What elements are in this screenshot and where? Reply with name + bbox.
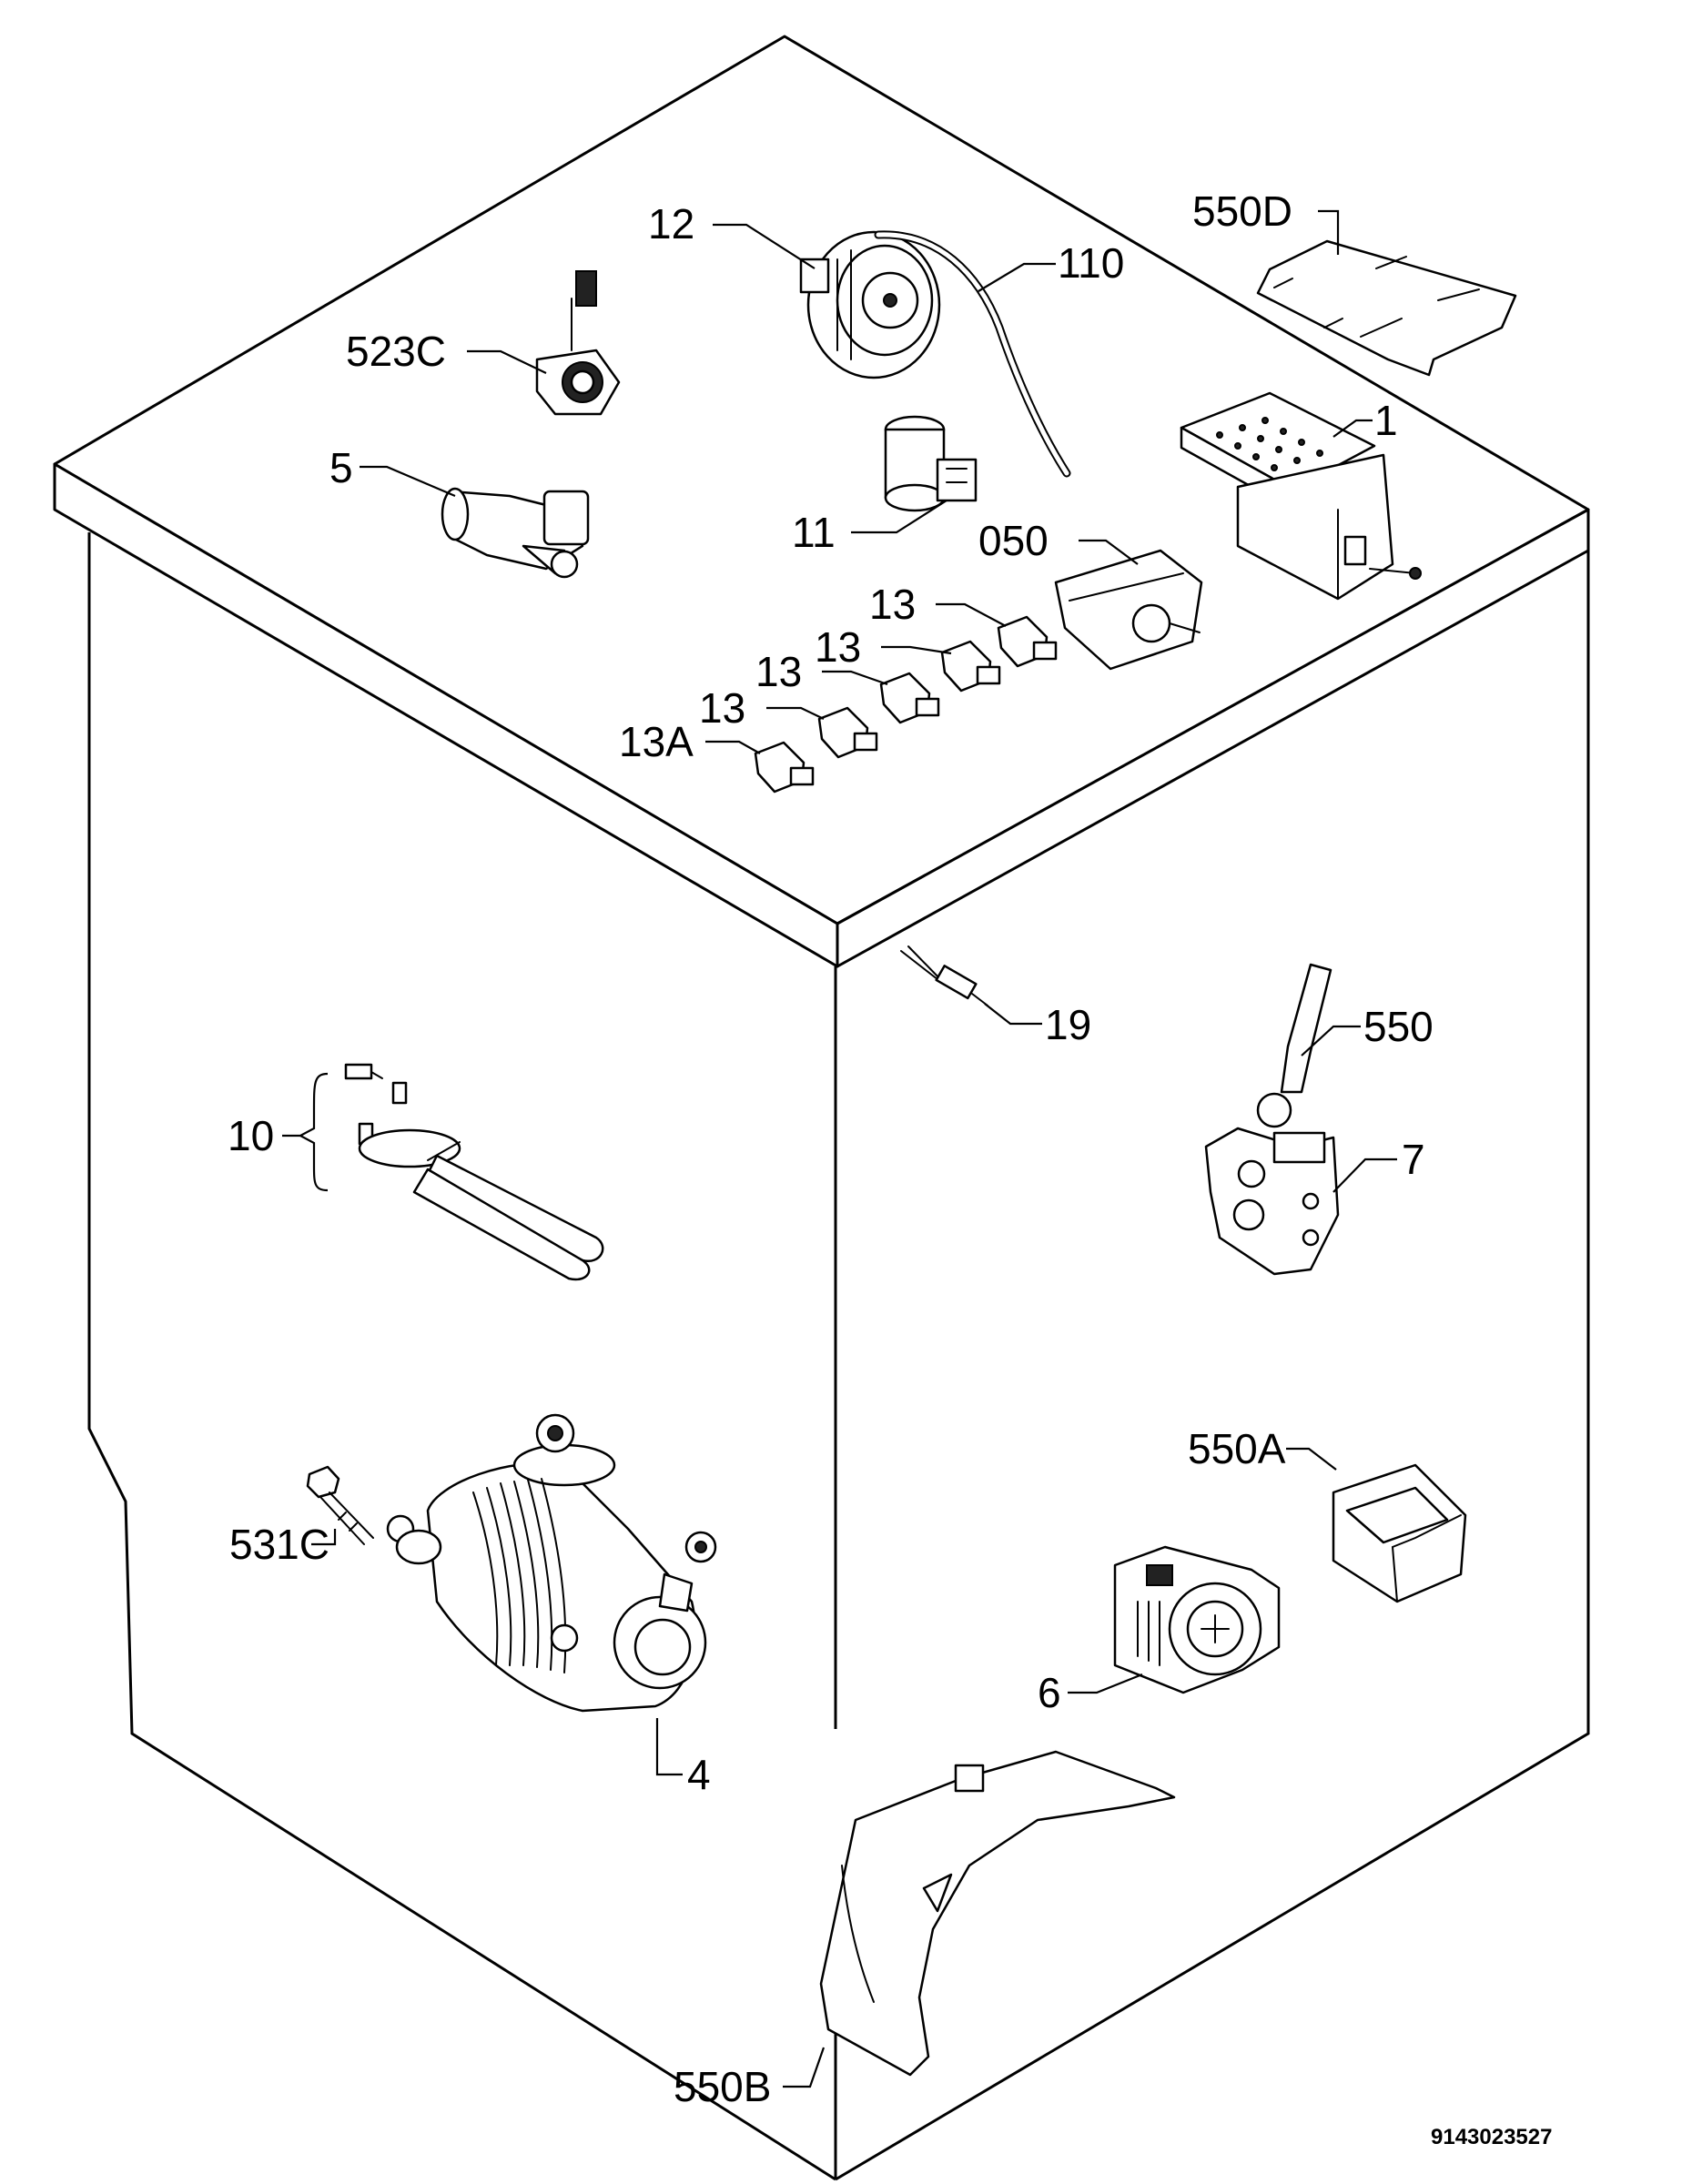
label-19: 19 [1045, 1001, 1091, 1048]
part-5-inlet-valve[interactable] [441, 487, 590, 579]
label-550a: 550A [1188, 1425, 1286, 1472]
part-7-door-lock[interactable] [1204, 1127, 1340, 1276]
label-4: 4 [687, 1751, 711, 1798]
part-13-switch-2[interactable] [940, 640, 1001, 693]
part-13-switch-3[interactable] [879, 672, 940, 724]
leader-lines [282, 209, 1397, 2088]
part-10-heating-element[interactable] [344, 1063, 604, 1281]
part-531c-bolt[interactable] [306, 1465, 374, 1545]
label-10: 10 [228, 1112, 274, 1159]
part-19-sensor[interactable] [900, 945, 988, 1006]
part-13-switch-1[interactable] [997, 615, 1058, 668]
cabinet-front-left-edge [87, 532, 836, 2181]
label-5: 5 [329, 444, 353, 491]
label-550d: 550D [1192, 187, 1292, 235]
part-13a-switch[interactable] [754, 741, 815, 794]
part-550d-cover-panel[interactable] [1256, 239, 1517, 377]
part-12-pressure-switch[interactable] [799, 230, 941, 379]
label-523c: 523C [346, 328, 446, 375]
label-13-1: 13 [869, 581, 916, 628]
cabinet-side-right-edge [835, 551, 1590, 2181]
label-12: 12 [648, 200, 694, 248]
part-11-capacitor[interactable] [884, 415, 978, 512]
label-11: 11 [792, 509, 836, 556]
label-13a: 13A [619, 718, 694, 765]
part-550b-cover[interactable] [819, 1750, 1176, 2077]
label-13-2: 13 [815, 623, 861, 671]
part-550a-guard[interactable] [1332, 1463, 1467, 1603]
label-050: 050 [978, 517, 1049, 564]
label-110: 110 [1058, 239, 1124, 287]
cabinet-outline [53, 35, 1590, 2181]
part-523c-interlock[interactable] [535, 270, 621, 416]
label-7: 7 [1402, 1136, 1425, 1183]
part-4-motor[interactable] [386, 1413, 717, 1713]
part-1-electronic-module[interactable] [1180, 391, 1422, 601]
drawing-number: 9143023527 [1431, 2125, 1552, 2149]
module-grid-dots [1216, 417, 1323, 471]
label-1: 1 [1374, 397, 1398, 444]
part-6-switch-block[interactable] [1113, 1545, 1281, 1694]
label-13-3: 13 [755, 648, 802, 695]
label-6: 6 [1038, 1669, 1061, 1716]
callout-labels: 550D 12 110 523C 1 5 11 050 13 13 13 13 … [228, 187, 1434, 2110]
label-550b: 550B [674, 2063, 771, 2110]
label-531c: 531C [229, 1521, 329, 1568]
label-13-4: 13 [699, 684, 745, 732]
part-550-lever[interactable] [1256, 963, 1332, 1128]
part-13-switch-4[interactable] [817, 706, 878, 759]
label-550: 550 [1363, 1003, 1434, 1050]
part-050-switch-unit[interactable] [1054, 549, 1203, 671]
